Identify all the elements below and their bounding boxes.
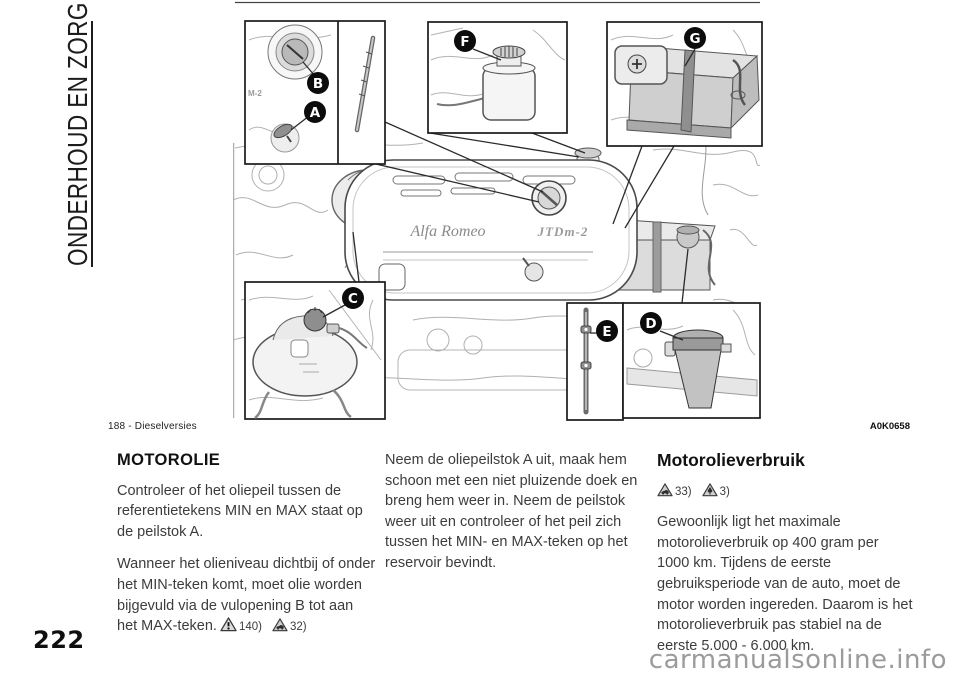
panel-g: G — [606, 21, 763, 147]
warning-triangle-icon — [220, 617, 237, 639]
callout-d-badge — [640, 312, 662, 334]
motorolie-paragraph-2-text: Wanneer het olieniveau dichtbij of onder… — [117, 556, 376, 635]
engine-logo-script: Alfa Romeo — [409, 223, 485, 240]
panel-ab: B A M-2 — [244, 20, 386, 165]
caution-ref-number: 33) — [675, 485, 692, 498]
section-heading-motorolie: MOTOROLIE — [117, 451, 221, 469]
engine-cover: Alfa Romeo JTDm-2 — [344, 159, 638, 301]
callout-f-badge — [454, 30, 476, 52]
environment-icon — [702, 482, 718, 504]
callout-leader-lines — [352, 121, 689, 304]
section-heading-motorolieverbruik: Motorolieverbruik — [657, 450, 805, 470]
callout-a-letter: A — [310, 105, 321, 121]
panel-c: C — [244, 281, 386, 420]
dipstick-paragraph: Neem de oliepeilstok A uit, maak hem sch… — [385, 452, 638, 571]
caution-ref-number: 32) — [289, 621, 307, 634]
watermark: carmanualsonline.info — [648, 645, 947, 675]
figure-code: A0K0658 — [869, 421, 910, 432]
engine-bay-figure: Alfa Romeo JTDm-2 — [233, 0, 763, 440]
page-number: 222 — [33, 626, 85, 654]
callout-b-badge — [307, 72, 329, 94]
chapter-title-vertical: ONDERHOUD EN ZORG — [62, 2, 93, 267]
column-motorolieverbruik: Motorolieverbruik 33) 3) Gewoonlijk ligt … — [657, 450, 923, 668]
reference-icons-row: 33) 3) — [657, 481, 923, 504]
callout-c-letter: C — [348, 291, 358, 307]
panel-f: F — [427, 21, 568, 134]
motorolie-paragraph-2: Wanneer het olieniveau dichtbij of onder… — [117, 554, 379, 638]
callout-e-badge — [596, 320, 618, 342]
column-middle: Neem de oliepeilstok A uit, maak hem sch… — [385, 450, 647, 586]
environment-ref-number: 3) — [719, 485, 730, 498]
chapter-title-rule — [91, 21, 93, 267]
callout-f-letter: F — [460, 34, 469, 50]
engine-logo-badge: JTDm-2 — [537, 224, 589, 239]
callout-b-letter: B — [313, 76, 323, 92]
vehicle-damage-icon — [657, 482, 673, 504]
panel-d: D — [622, 302, 761, 419]
callout-g-letter: G — [689, 31, 700, 47]
valve-cover-logo: M-2 — [248, 89, 262, 98]
callout-a-badge — [304, 101, 326, 123]
callout-c-badge — [342, 287, 364, 309]
panel-e: E — [566, 302, 624, 421]
warning-ref-number: 140) — [238, 621, 262, 634]
psteering-reservoir-main — [676, 225, 700, 249]
figure-caption: 188 - Dieselversies — [108, 421, 197, 432]
callout-e-letter: E — [602, 324, 611, 340]
figure-caption-row: 188 - Dieselversies A0K0658 — [108, 421, 910, 435]
vehicle-damage-icon — [272, 618, 288, 639]
motorolie-paragraph-1: Controleer of het oliepeil tussen de ref… — [117, 482, 363, 540]
callout-g-badge — [684, 27, 706, 49]
column-motorolie: MOTOROLIE Controleer of het oliepeil tus… — [117, 450, 379, 651]
olieverbruik-paragraph: Gewoonlijk ligt het maximale motorolieve… — [657, 514, 913, 654]
callout-d-letter: D — [645, 316, 656, 332]
